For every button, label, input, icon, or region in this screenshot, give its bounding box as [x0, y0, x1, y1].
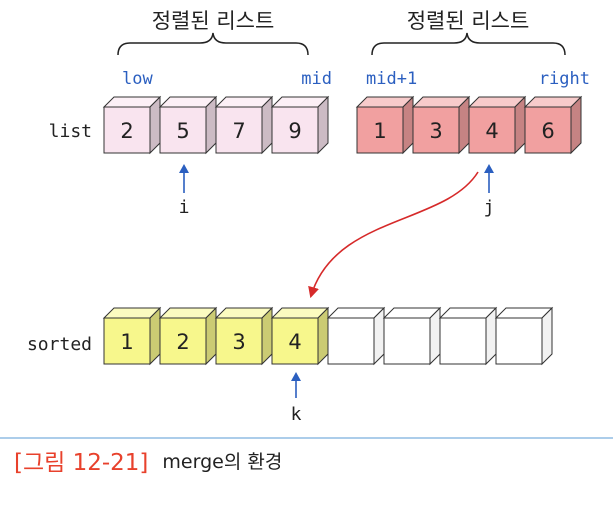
list-box-right-3: 4 — [467, 95, 527, 155]
sorted-box-value-1: 1 — [120, 330, 133, 354]
brace-right — [371, 32, 566, 56]
label-mid: mid — [301, 69, 332, 89]
sorted-box-value-4: 4 — [288, 330, 301, 354]
figure-title: merge의 환경 — [162, 450, 283, 473]
sorted-box-7 — [438, 306, 498, 366]
sorted-box-value-3: 3 — [232, 330, 245, 354]
label-mid-plus-1: mid+1 — [366, 69, 417, 89]
list-box-right-2: 3 — [411, 95, 471, 155]
list-box-right-value-4: 6 — [541, 119, 554, 143]
sorted-box-3: 3 — [214, 306, 274, 366]
list-box-value-2: 5 — [176, 119, 189, 143]
list-box-2: 5 — [158, 95, 218, 155]
list-box-right-value-3: 4 — [485, 119, 498, 143]
list-box-value-1: 2 — [120, 119, 133, 143]
label-low: low — [122, 69, 153, 89]
sorted-box-2: 2 — [158, 306, 218, 366]
sorted-boxes: 1 2 3 4 — [102, 306, 554, 366]
header-right: 정렬된 리스트 — [407, 9, 530, 33]
pointer-i-label: i — [179, 197, 190, 218]
list-box-right-value-1: 1 — [373, 119, 386, 143]
list-left-boxes: 2 5 7 9 — [102, 95, 330, 155]
list-box-4: 9 — [270, 95, 330, 155]
list-box-right-4: 6 — [523, 95, 583, 155]
list-box-3: 7 — [214, 95, 274, 155]
label-right: right — [539, 69, 590, 89]
pointer-k-arrow — [291, 372, 301, 398]
sorted-box-value-2: 2 — [176, 330, 189, 354]
label-list: list — [49, 121, 92, 142]
list-box-right-1: 1 — [355, 95, 415, 155]
figure-number: [그림 12-21] — [14, 450, 149, 476]
brace-left — [117, 32, 309, 56]
pointer-k-label: k — [291, 404, 302, 425]
sorted-box-8 — [494, 306, 554, 366]
sorted-box-5 — [326, 306, 386, 366]
list-box-right-value-2: 3 — [429, 119, 442, 143]
sorted-box-6 — [382, 306, 442, 366]
pointer-j-label: j — [484, 197, 495, 218]
list-box-value-4: 9 — [288, 119, 301, 143]
list-right-boxes: 1 3 4 6 — [355, 95, 583, 155]
copy-arrow — [308, 171, 479, 299]
pointer-i-arrow — [179, 164, 189, 193]
sorted-box-1: 1 — [102, 306, 162, 366]
header-left: 정렬된 리스트 — [152, 9, 275, 33]
label-sorted: sorted — [27, 334, 92, 355]
list-box-value-3: 7 — [232, 119, 245, 143]
pointer-j-arrow — [484, 164, 494, 193]
figure-caption: [그림 12-21] merge의 환경 — [14, 440, 599, 480]
list-box-1: 2 — [102, 95, 162, 155]
sorted-box-4: 4 — [270, 306, 330, 366]
